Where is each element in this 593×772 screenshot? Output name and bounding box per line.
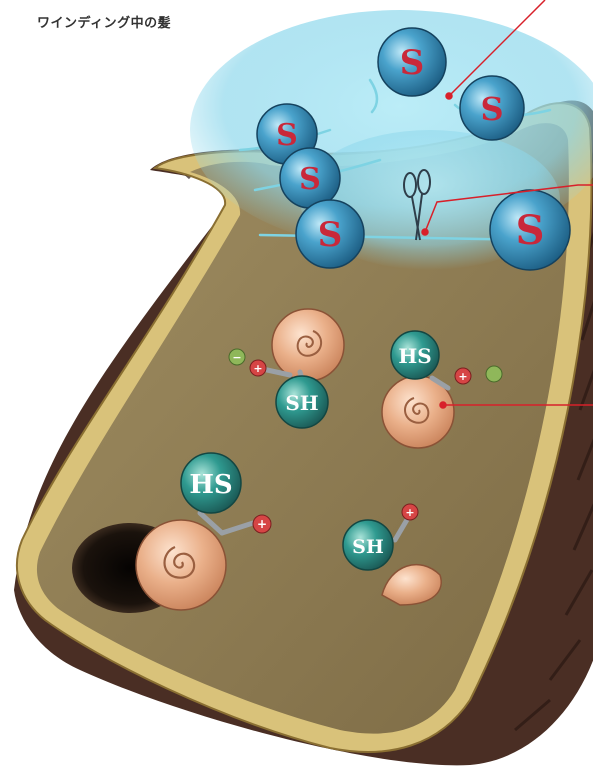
negative-charge-bead [486,366,502,382]
sulfur-sphere: S [296,200,364,268]
spiral-sphere [272,309,344,381]
sulfur-sphere: S [490,190,570,270]
thiol-sphere-sh: SH [343,520,393,570]
svg-text:SH: SH [352,536,384,558]
svg-text:+: + [253,362,262,375]
svg-text:+: + [257,517,267,531]
svg-text:SH: SH [285,391,318,415]
svg-text:−: − [232,351,241,364]
sulfur-sphere: S [378,28,446,96]
svg-text:S: S [299,162,321,197]
spiral-sphere [136,520,226,610]
svg-text:S: S [276,118,298,153]
svg-text:HS: HS [189,470,232,500]
svg-text:S: S [318,215,343,255]
svg-text:S: S [480,90,503,128]
sulfur-sphere: S [460,76,524,140]
thiol-sphere-hs: HS [181,453,241,513]
svg-text:S: S [516,207,545,254]
svg-text:S: S [400,43,425,83]
svg-text:HS: HS [398,344,431,368]
svg-text:+: + [405,506,414,519]
sulfur-sphere: S [280,148,340,208]
svg-text:+: + [458,370,467,383]
thiol-sphere-hs: HS [391,331,439,379]
thiol-sphere-sh: SH [276,376,328,428]
